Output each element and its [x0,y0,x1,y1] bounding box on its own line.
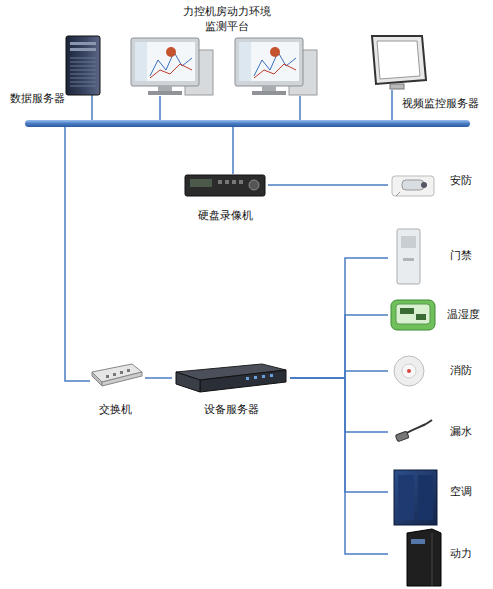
node-label: 温湿度 [447,307,483,322]
access-control-icon [397,229,420,284]
server-icon [66,36,100,95]
workstation-icon [131,38,213,95]
platform-node: 力控机房动力环境 监测平台 [125,2,320,97]
smoke-detector-icon [394,356,424,386]
connector-wire [290,378,388,554]
network-wire [65,90,392,381]
workstation-icon [235,38,317,95]
video-server-node: 视频监控服务器 [365,32,485,116]
device-node: 门禁 [388,225,483,287]
connector-wire [268,184,388,186]
device-node: 空调 [388,468,483,526]
node-label: 门禁 [450,248,482,263]
node-label: 漏水 [450,424,482,439]
node-label: 设备服务器 [172,402,290,417]
server-node: 数据服务器 [8,35,103,107]
node-label: 视频监控服务器 [402,96,484,111]
device-server-icon [176,364,286,392]
switch-node: 交换机 [85,362,145,420]
connector-wire [145,377,172,379]
thermo-hygrometer-icon [391,300,435,330]
node-label: 交换机 [85,402,145,417]
node-label: 安防 [450,173,482,188]
node-label: 消防 [450,363,482,378]
ups-icon [407,529,441,586]
camera-icon [392,176,434,196]
device-node: 消防 [388,355,483,387]
node-label: 空调 [450,484,482,499]
leak-sensor-icon [395,420,432,442]
device-node: 温湿度 [388,298,483,334]
connector-wire [290,378,388,432]
connector-wire [290,378,388,492]
connector-wire [290,371,388,378]
air-conditioner-icon [394,470,437,525]
node-label: 动力 [450,546,482,561]
connector-wire [290,258,388,378]
monitor-icon [372,36,426,89]
dvr-icon [185,175,265,196]
device-server-node: 设备服务器 [172,360,290,420]
network-bus [25,120,470,127]
connector-wire [290,315,388,378]
switch-icon [92,364,142,386]
node-label: 力控机房动力环境 监测平台 [177,4,277,34]
device-node: 漏水 [388,415,483,448]
node-label: 数据服务器 [10,91,70,106]
device-node: 动力 [388,528,483,586]
node-label: 硬盘录像机 [188,208,263,223]
device-node: 安防 [388,172,483,198]
dvr-node: 硬盘录像机 [183,168,268,226]
